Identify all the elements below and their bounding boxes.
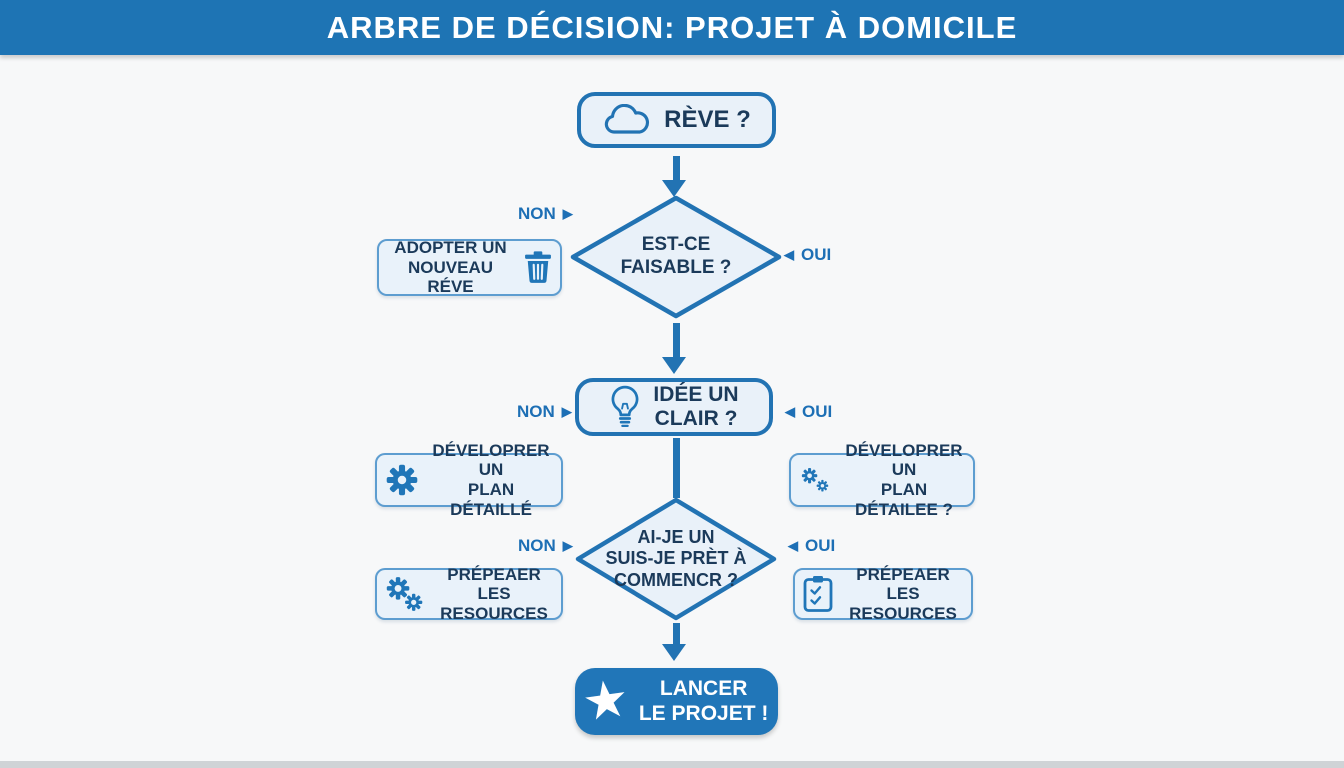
prepare-right-line1: PRÉPEAER LES <box>856 564 950 604</box>
triangle-right-icon: ▶ <box>561 404 572 419</box>
node-adopt-new-dream: ADOPTER UN NOUVEAU RÉVE <box>377 238 562 297</box>
oui-label: OUI <box>801 245 832 264</box>
diamond-shape <box>570 195 782 319</box>
arrow-down-icon <box>662 180 686 197</box>
feasible-line1: EST-CE <box>641 234 711 256</box>
branch-label-non-idea: NON ▶ <box>517 403 572 420</box>
node-prepare-resources-left: PRÉPEAER LES RESOURCES <box>375 565 563 623</box>
node-feasible-diamond: EST-CE FAISABLE ? <box>570 195 782 319</box>
star-icon: ★ <box>581 670 630 729</box>
page-title: ARBRE DE DÉCISION: PROJET À DOMICILE <box>326 9 1018 45</box>
non-label: NON <box>517 402 555 421</box>
clipboard-check-icon <box>803 576 833 612</box>
ready-line3: COMMENCR ? <box>614 569 738 590</box>
triangle-right-icon: ▶ <box>562 538 573 553</box>
branch-label-oui-ready: ◀ OUI <box>788 537 835 554</box>
node-dream-label: RÈVE ? <box>664 106 751 133</box>
oui-label: OUI <box>805 536 836 555</box>
develop-left-line1: DÉVELOPRER UN <box>432 440 550 480</box>
ready-line2: SUIS-JE PRÈT À <box>605 548 747 569</box>
triangle-left-icon: ◀ <box>785 404 795 419</box>
non-label: NON <box>518 536 556 555</box>
launch-text: LANCER LE PROJET ! <box>639 677 769 725</box>
gears-icon <box>801 468 829 492</box>
diamond-shape <box>575 497 777 621</box>
node-prepare-resources-right: PRÉPEAER LES RESOURCES <box>793 565 973 623</box>
prepare-left-line2: RESOURCES <box>440 603 548 623</box>
ready-line1: AI-JE UN <box>637 526 715 547</box>
triangle-right-icon: ▶ <box>562 206 573 221</box>
trash-icon <box>525 251 551 283</box>
connector-line <box>673 623 680 644</box>
node-dream: RÈVE ? <box>577 92 776 148</box>
launch-project-button: ★ LANCER LE PROJET ! <box>575 668 778 735</box>
node-develop-plan-left: DÉVELOPRER UN PLAN DÉTAILLÉ <box>375 441 563 519</box>
branch-label-oui-feasible: ◀ OUI <box>784 246 831 263</box>
develop-right-line1: DÉVELOPRER UN <box>845 440 963 480</box>
footer-strip <box>0 761 1344 768</box>
arrow-down-icon <box>662 357 686 374</box>
adopt-line2: NOUVEAU RÉVE <box>407 257 493 297</box>
node-ready-text: AI-JE UN SUIS-JE PRÈT À COMMENCR ? <box>575 497 777 621</box>
triangle-left-icon: ◀ <box>788 538 798 553</box>
develop-left-line2: PLAN DÉTAILLÉ <box>450 480 532 519</box>
cloud-icon <box>604 104 650 134</box>
lightbulb-icon <box>611 385 639 428</box>
connector-line <box>673 156 680 180</box>
prepare-left-text: PRÉPEAER LES RESOURCES <box>435 565 553 624</box>
develop-right-text: DÉVELOPRER UN PLAN DÉTAILEE ? <box>843 441 965 519</box>
idea-line2: CLAIR ? <box>654 407 738 430</box>
connector-line <box>673 323 680 357</box>
oui-label: OUI <box>802 402 833 421</box>
node-feasible-text: EST-CE FAISABLE ? <box>570 195 782 319</box>
idea-text: IDÉE UN CLAIR ? <box>653 383 738 431</box>
connector-line <box>673 438 680 498</box>
prepare-right-text: PRÉPEAER LES RESOURCES <box>843 565 963 624</box>
launch-line1: LANCER <box>659 677 748 701</box>
arrow-down-icon <box>662 644 686 661</box>
launch-line2: LE PROJET ! <box>638 701 769 725</box>
gears-icon <box>386 576 423 611</box>
branch-label-non-feasible: NON ▶ <box>518 205 573 222</box>
non-label: NON <box>518 204 556 223</box>
idea-line1: IDÉE UN <box>653 382 739 406</box>
develop-right-line2: PLAN DÉTAILEE ? <box>855 480 953 519</box>
node-develop-plan-right: DÉVELOPRER UN PLAN DÉTAILEE ? <box>789 441 975 519</box>
header-bar: ARBRE DE DÉCISION: PROJET À DOMICILE <box>0 0 1344 55</box>
adopt-line1: ADOPTER UN <box>394 238 507 258</box>
branch-label-oui-idea: ◀ OUI <box>785 403 832 420</box>
develop-left-text: DÉVELOPRER UN PLAN DÉTAILLÉ <box>429 441 553 519</box>
prepare-left-line1: PRÉPEAER LES <box>447 564 541 604</box>
triangle-left-icon: ◀ <box>784 247 794 262</box>
feasible-line2: FAISABLE ? <box>620 257 732 278</box>
node-clear-idea: IDÉE UN CLAIR ? <box>575 378 773 436</box>
adopt-text: ADOPTER UN NOUVEAU RÉVE <box>387 238 514 297</box>
branch-label-non-ready: NON ▶ <box>518 537 573 554</box>
prepare-right-line2: RESOURCES <box>849 603 957 623</box>
gear-icon <box>386 464 418 496</box>
node-ready-diamond: AI-JE UN SUIS-JE PRÈT À COMMENCR ? <box>575 497 777 621</box>
